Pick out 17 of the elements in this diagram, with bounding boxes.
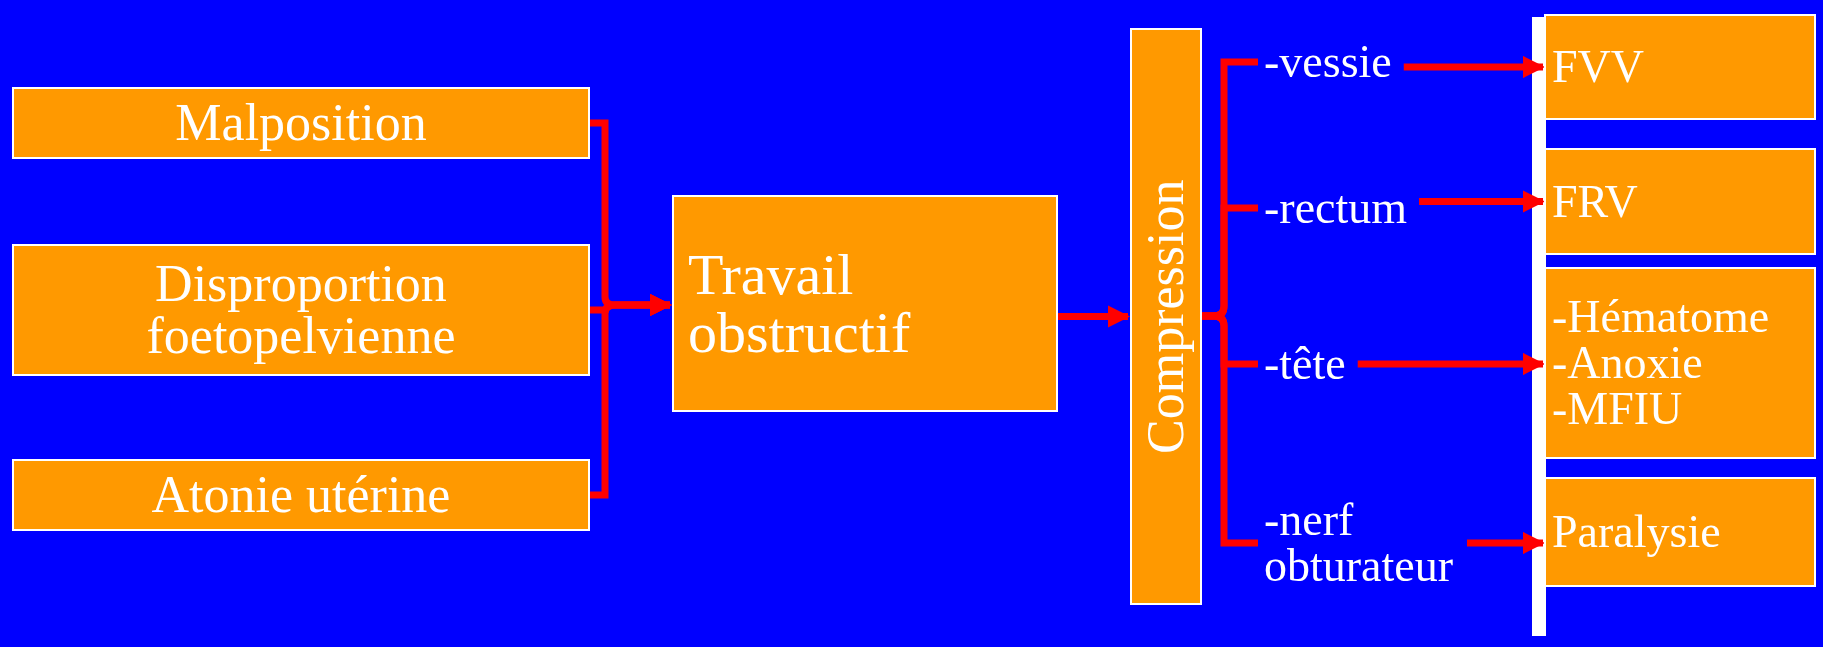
arrow	[1357, 352, 1546, 376]
organ-label: -tête	[1258, 332, 1352, 396]
cause-box: Disproportion foetopelvienne	[12, 244, 590, 376]
arrow	[1403, 55, 1546, 79]
outcome-box: FRV	[1544, 148, 1816, 255]
process-box: Compression	[1130, 28, 1202, 605]
outcome-box: -Hématome -Anoxie -MFIU	[1544, 267, 1816, 459]
cause-box: Malposition	[12, 87, 590, 159]
organ-label: -vessie	[1258, 30, 1398, 94]
outcome-box: Paralysie	[1544, 477, 1816, 587]
arrow	[1058, 305, 1131, 328]
cause-box: Atonie utérine	[12, 459, 590, 531]
process-box: Travail obstructif	[672, 195, 1058, 412]
organ-label: -rectum	[1258, 176, 1414, 240]
arrow	[590, 293, 673, 499]
organ-label: -nerf obturateur	[1258, 483, 1461, 603]
outcome-box: FVV	[1544, 14, 1816, 120]
